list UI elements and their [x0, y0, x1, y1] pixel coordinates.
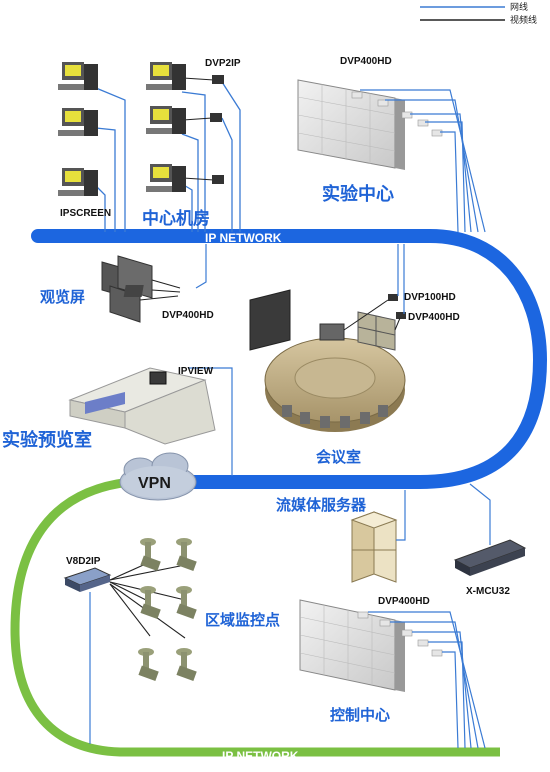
dvp400hd-lab-label: DVP400HD	[340, 56, 392, 67]
camera-icon	[140, 586, 161, 620]
computer-icon	[146, 164, 186, 192]
x-mcu32-device	[453, 539, 527, 576]
camera-icon	[176, 538, 197, 572]
meeting-room-title: 会议室	[316, 448, 361, 466]
datacenter-video-wires	[182, 77, 215, 181]
encoder-box-icon	[123, 285, 144, 297]
green-network-ring	[10, 477, 500, 757]
datacenter-wires	[95, 81, 241, 232]
viewing-wall-title: 观览屏	[40, 288, 85, 306]
computer-icon	[146, 62, 186, 90]
computer-icon	[58, 108, 98, 136]
lab-video-wall	[297, 79, 443, 170]
encoder-box-icon	[396, 312, 406, 319]
preview-room-title: 实验预览室	[2, 429, 92, 450]
monitor-points-title: 区域监控点	[205, 611, 280, 629]
dvp400hd-view-label: DVP400HD	[162, 310, 214, 321]
ip-network-bottom-label: IP NETWORK	[222, 749, 299, 763]
viewing-net-wire	[195, 244, 207, 289]
legend-video-label: 视频线	[510, 14, 537, 25]
preview-room	[68, 367, 216, 445]
ipscreen-label: IPSCREEN	[60, 208, 111, 219]
preview-net-wire	[188, 367, 233, 476]
monitor-icon	[149, 371, 167, 385]
lab-wires	[360, 89, 486, 233]
server-net-wire	[396, 490, 406, 541]
encoder-box-icon	[210, 113, 222, 122]
camera-icon	[176, 586, 197, 620]
camera-icon	[138, 648, 159, 682]
encoder-box-icon	[212, 175, 224, 184]
datacenter-computers	[58, 62, 186, 196]
ip-network-backbone	[31, 229, 548, 489]
dvp100hd-label: DVP100HD	[404, 292, 456, 303]
v8d2ip-device	[63, 567, 112, 592]
computer-icon	[58, 62, 98, 90]
dvp400hd-meeting-label: DVP400HD	[408, 312, 460, 323]
legend-network-label: 网线	[510, 1, 528, 12]
x-mcu32-label: X-MCU32	[466, 586, 510, 597]
streaming-server-title: 流媒体服务器	[276, 496, 367, 514]
viewing-video-wires	[139, 279, 181, 301]
dvp2ip-boxes	[210, 75, 224, 184]
ipview-label: IPVIEW	[178, 366, 214, 377]
ip-network-top-label: IP NETWORK	[205, 231, 282, 245]
v8d2ip-label: V8D2IP	[66, 556, 101, 567]
dvp400hd-control-label: DVP400HD	[378, 596, 430, 607]
vpn-cloud-icon: VPN	[119, 452, 197, 501]
meeting-video-wires	[343, 299, 401, 331]
encoder-box-icon	[388, 294, 398, 301]
viewing-wall	[101, 255, 153, 323]
computer-icon	[58, 168, 98, 196]
meeting-net-wires	[397, 244, 405, 314]
camera-icon	[176, 648, 197, 682]
meeting-room	[249, 289, 406, 432]
dvp2ip-label: DVP2IP	[205, 58, 241, 69]
lab-center-title: 实验中心	[322, 183, 394, 204]
control-center-title: 控制中心	[330, 706, 390, 724]
camera-icon	[319, 323, 345, 341]
legend: 网线 视频线	[420, 1, 537, 25]
datacenter-title: 中心机房	[142, 208, 210, 228]
control-wires	[368, 611, 486, 749]
vpn-label: VPN	[138, 475, 171, 492]
surveillance-cameras	[138, 538, 197, 682]
control-video-wall	[299, 599, 443, 692]
camera-icon	[140, 538, 161, 572]
streaming-server	[350, 511, 398, 583]
computer-icon	[146, 106, 186, 134]
encoder-box-icon	[212, 75, 224, 84]
mcu-net-wire	[469, 483, 491, 545]
